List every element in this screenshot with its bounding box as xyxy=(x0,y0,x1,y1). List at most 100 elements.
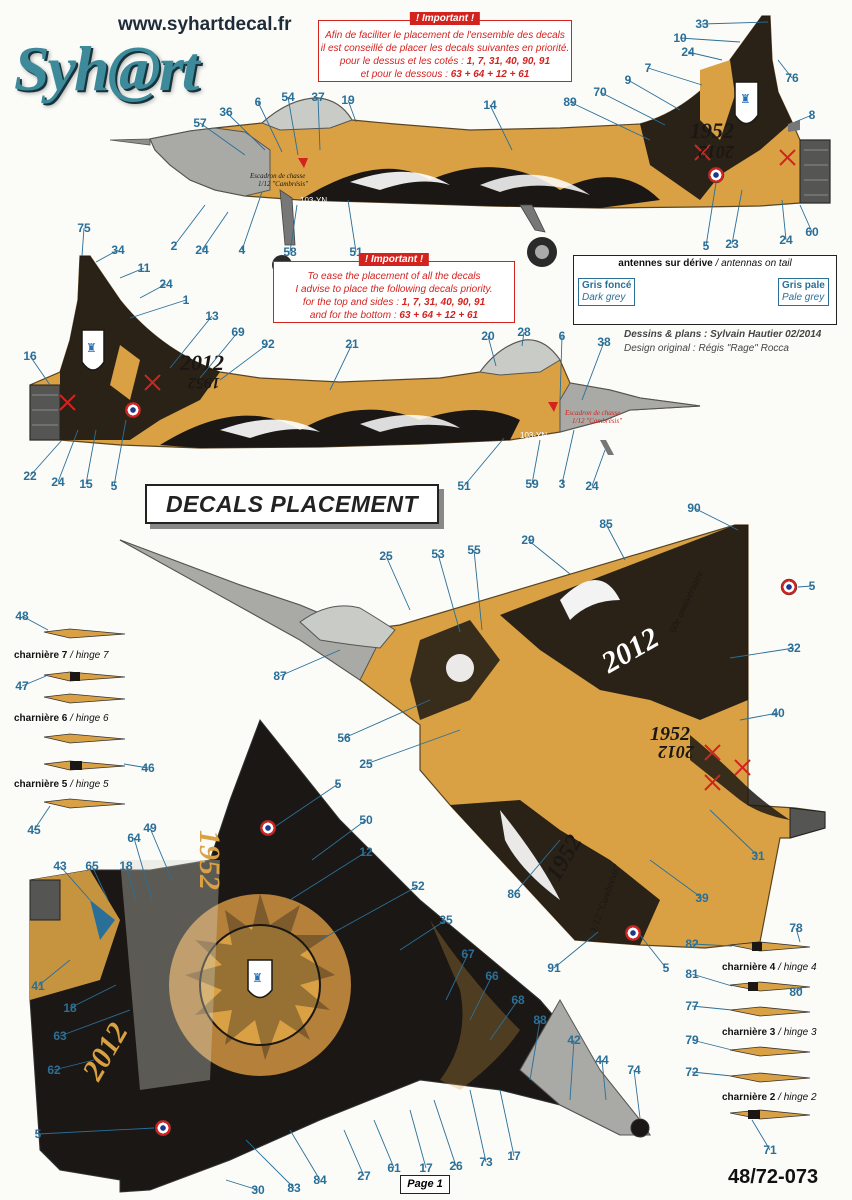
callout-leader-c47 xyxy=(21,675,47,687)
callout-leader-c74 xyxy=(633,1069,641,1119)
callout-leader-c78 xyxy=(795,927,801,943)
callout-number-c70: 70 xyxy=(593,85,607,99)
sheet-reference: 48/72-073 xyxy=(728,1166,819,1188)
callout-number-c36: 36 xyxy=(219,105,233,119)
roundel-icon xyxy=(707,166,725,184)
roundel-icon xyxy=(259,819,277,837)
lion-emblem-icon: ♜ xyxy=(86,341,97,355)
callout-leader-c3 xyxy=(561,429,575,485)
hinge-strips xyxy=(43,628,811,1120)
callout-leader-c22 xyxy=(29,439,63,477)
lion-emblem-icon: ♜ xyxy=(252,971,263,985)
antennas-title: antennes sur dérive / antennas on tail xyxy=(618,258,792,269)
callout-leader-c42 xyxy=(569,1039,575,1101)
callout-leader-c79 xyxy=(691,1039,733,1051)
callout-number-c74: 74 xyxy=(627,1063,641,1077)
side-code-103yn: 103-YN xyxy=(520,431,547,440)
callout-number-c24f: 24 xyxy=(585,479,599,493)
side-view-right: ♜ 2012 1952 103-YN Escadron de chasse 1/… xyxy=(29,255,701,455)
callout-number-c55: 55 xyxy=(467,543,481,557)
callout-leader-c19 xyxy=(347,99,357,123)
important-en-line-2: I advise to place the following decals p… xyxy=(295,284,493,295)
callout-leader-c5b xyxy=(113,419,127,487)
callout-leader-c26 xyxy=(433,1099,457,1167)
callout-number-c82: 82 xyxy=(685,937,699,951)
callout-number-c12: 12 xyxy=(359,845,373,859)
callout-number-c23: 23 xyxy=(725,237,739,251)
callout-number-c6b: 6 xyxy=(559,329,566,343)
callout-leader-c2 xyxy=(173,204,206,247)
callout-leader-c35 xyxy=(399,919,447,951)
callout-number-c5f: 5 xyxy=(35,1127,42,1141)
side-squadron-text: Escadron de chasse xyxy=(564,409,620,417)
callout-number-c60: 60 xyxy=(805,225,819,239)
decals-placement-title: DECALS PLACEMENT xyxy=(165,490,419,517)
callout-leader-c66 xyxy=(469,975,493,1021)
callout-number-c78: 78 xyxy=(789,921,803,935)
callout-number-c54: 54 xyxy=(281,90,295,104)
callout-leader-c31 xyxy=(709,809,759,857)
callout-number-c64: 64 xyxy=(127,831,141,845)
callout-number-c59: 59 xyxy=(525,477,539,491)
callout-leader-c72 xyxy=(691,1071,733,1077)
important-title-en: ! Important ! xyxy=(358,253,430,266)
callout-number-c1: 1 xyxy=(183,293,190,307)
credits-drawings: Dessins & plans : Sylvain Hautier 02/201… xyxy=(624,329,822,340)
callout-leader-c14 xyxy=(489,104,513,151)
callout-number-c38: 38 xyxy=(597,335,611,349)
callout-number-c90: 90 xyxy=(687,501,701,515)
top-year-2012-inverted: 2012 xyxy=(658,742,695,762)
antennas-legend-box: antennes sur dérive / antennas on tail G… xyxy=(573,255,837,325)
callout-number-c34: 34 xyxy=(111,243,125,257)
callout-number-c24e: 24 xyxy=(51,475,65,489)
callout-number-c71: 71 xyxy=(763,1143,777,1157)
important-notice-fr: ! Important ! Afin de faciliter le place… xyxy=(318,12,572,82)
important-en-line-1: To ease the placement of all the decals xyxy=(307,271,481,282)
callout-number-c17a: 17 xyxy=(419,1161,433,1175)
callout-leader-c83 xyxy=(245,1139,295,1189)
callout-leader-c45 xyxy=(33,805,51,831)
important-notice-en: ! Important ! To ease the placement of a… xyxy=(273,253,515,323)
callout-leader-c25a xyxy=(385,555,411,611)
callout-number-c16: 16 xyxy=(23,349,37,363)
callout-leader-c75 xyxy=(81,227,85,257)
callout-number-c80: 80 xyxy=(789,985,803,999)
callout-leader-c8 xyxy=(794,114,813,123)
callout-number-c46: 46 xyxy=(141,761,155,775)
callout-leader-c27 xyxy=(343,1129,365,1177)
page-number: Page 1 xyxy=(400,1175,450,1194)
callout-leader-c86 xyxy=(513,839,561,895)
callout-number-c67: 67 xyxy=(461,947,475,961)
callout-number-c92: 92 xyxy=(261,337,275,351)
callout-leader-c34 xyxy=(95,249,119,263)
callout-leader-c40 xyxy=(739,712,779,721)
callout-leader-c20 xyxy=(487,335,497,367)
callout-leader-c5a xyxy=(705,182,717,247)
hinge-7-label: charnière 7 / hinge 7 xyxy=(14,650,109,661)
callout-leader-c49 xyxy=(149,827,173,881)
callout-leader-c48 xyxy=(21,615,49,631)
callout-leader-c43 xyxy=(59,865,91,901)
callout-number-c91: 91 xyxy=(547,961,561,975)
callout-leader-c57 xyxy=(199,122,246,156)
callout-number-c29: 29 xyxy=(521,533,535,547)
decals-placement-banner: DECALS PLACEMENT xyxy=(145,484,439,524)
callout-number-c66: 66 xyxy=(485,969,499,983)
tail-year-2012-inverted: 2012 xyxy=(698,142,735,162)
callout-leader-c17a xyxy=(409,1109,427,1169)
roundel-icon xyxy=(624,924,642,942)
callout-number-c7a: 7 xyxy=(645,61,652,75)
callout-number-c21: 21 xyxy=(345,337,359,351)
brand-logo: Syh@rt xyxy=(14,33,200,104)
callout-leader-c44 xyxy=(601,1059,607,1101)
callout-leader-c6a xyxy=(257,101,283,153)
callout-leader-c28 xyxy=(521,331,525,347)
callout-number-c72: 72 xyxy=(685,1065,699,1079)
callout-leader-c17b xyxy=(499,1089,515,1157)
callout-number-c73: 73 xyxy=(479,1155,493,1169)
callout-leader-c92 xyxy=(219,343,269,381)
callout-number-c2: 2 xyxy=(171,239,178,253)
callout-leader-c24e xyxy=(57,429,79,483)
